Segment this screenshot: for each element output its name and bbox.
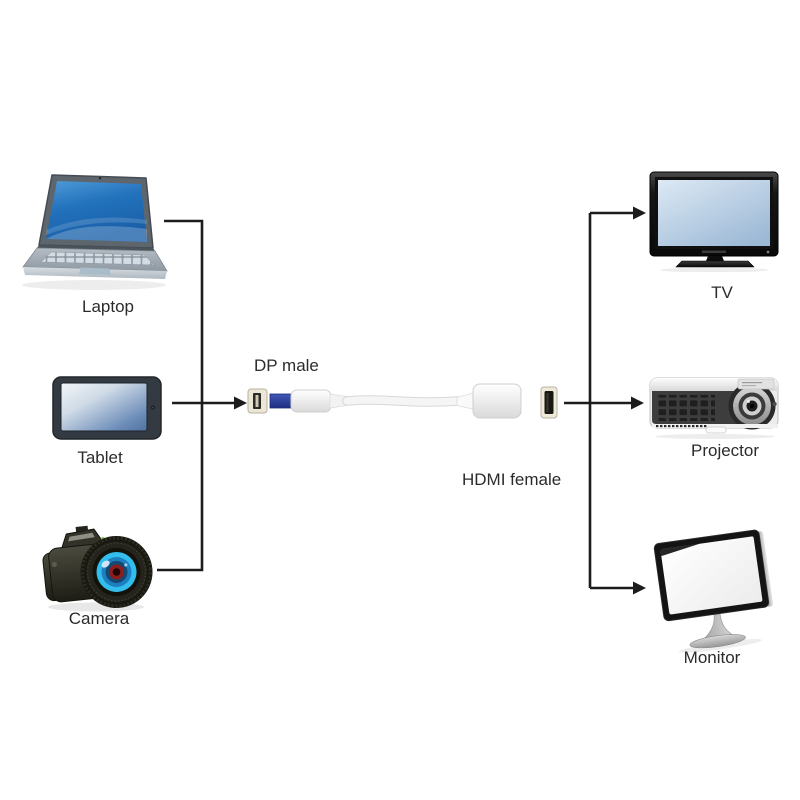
laptop-label: Laptop [82, 297, 134, 316]
tablet-camera-dot [152, 406, 154, 409]
projector-arrowhead [631, 396, 644, 410]
projector-ports [656, 424, 708, 428]
tv-arrowhead [633, 206, 646, 220]
monitor-icon [653, 529, 773, 653]
tablet-screen [60, 382, 148, 432]
left-arrowhead [234, 396, 247, 410]
laptop-keyboard [40, 251, 155, 266]
tv-label: TV [711, 283, 733, 302]
tv-icon [649, 171, 779, 272]
dp-male-plug [247, 388, 348, 414]
monitor-arrowhead [633, 581, 646, 595]
laptop-icon [22, 174, 168, 290]
tablet-icon [52, 376, 162, 440]
cable [342, 395, 463, 407]
projector-label: Projector [690, 441, 760, 460]
laptop-trackpad [79, 267, 111, 275]
tv-screen [658, 180, 770, 246]
hdmi-female-label: HDMI female [462, 470, 562, 489]
projector-icon [649, 377, 779, 439]
camera-lens [80, 535, 153, 608]
dp-male-label: DP male [254, 356, 319, 375]
adapter-cable [247, 383, 558, 419]
camera-icon [42, 525, 153, 612]
laptop-screen [46, 181, 147, 242]
monitor-screen [660, 536, 763, 615]
tablet-label: Tablet [77, 448, 123, 467]
monitor-label: Monitor [683, 648, 741, 667]
camera-label: Camera [68, 609, 130, 628]
right-branch-lines [564, 211, 633, 590]
projector-lens [728, 382, 776, 430]
left-branch-lines [157, 219, 234, 572]
projector-vents [657, 395, 715, 421]
tv-logo [702, 250, 726, 253]
hdmi-female-socket [456, 383, 558, 419]
